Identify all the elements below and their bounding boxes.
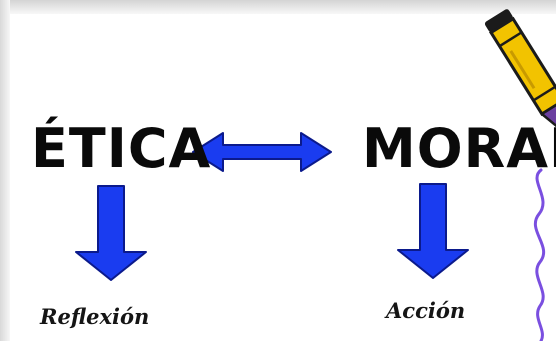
scribble-line bbox=[533, 168, 546, 341]
term-moral: MORAL bbox=[362, 117, 556, 180]
crayon-icon bbox=[484, 9, 556, 134]
term-etica: ÉTICA bbox=[31, 117, 212, 180]
down-arrow-icon-left bbox=[75, 185, 147, 281]
caption-accion: Acción bbox=[386, 298, 466, 323]
down-arrow-icon-right bbox=[397, 183, 469, 279]
double-arrow-icon bbox=[192, 132, 332, 172]
caption-reflexion: Reflexión bbox=[40, 304, 150, 329]
top-shadow-border bbox=[10, 0, 556, 14]
left-shadow-border bbox=[0, 0, 10, 341]
